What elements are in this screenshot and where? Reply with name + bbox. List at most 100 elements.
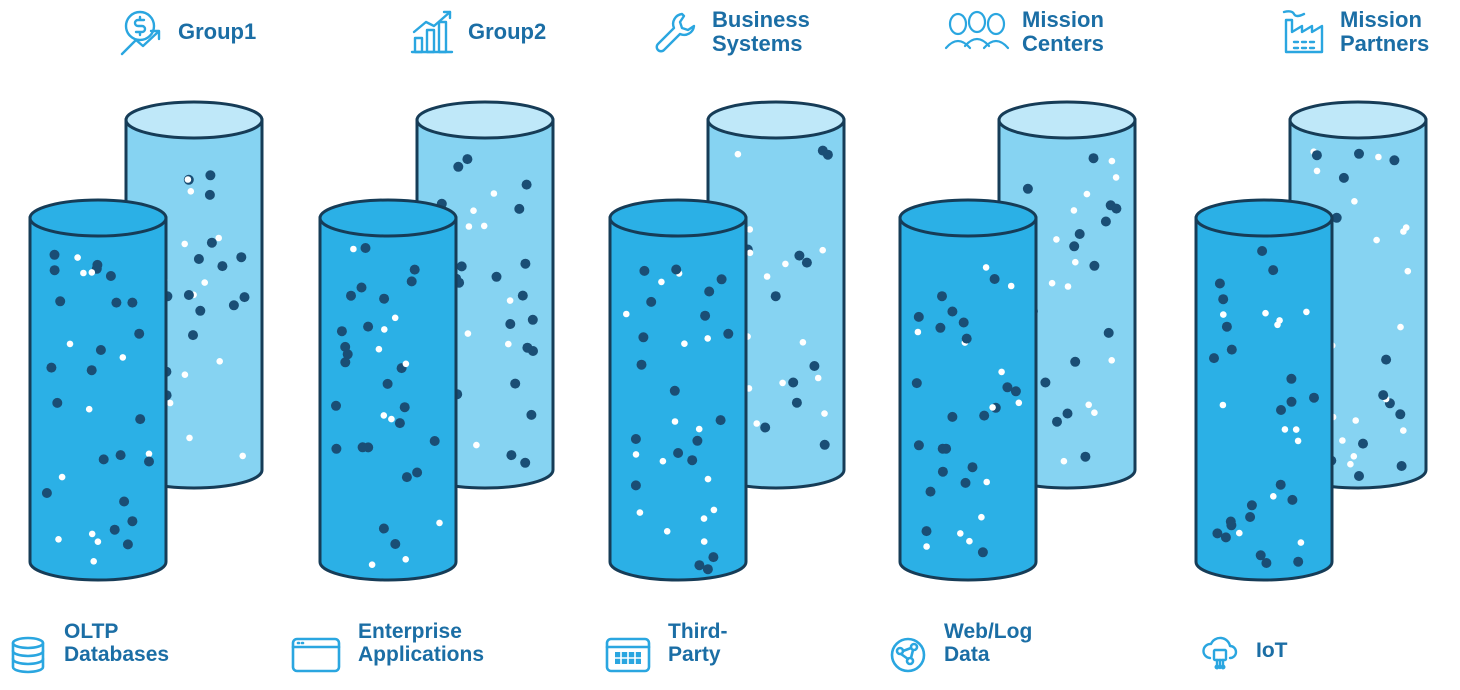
data-dot-light [746, 249, 754, 257]
data-dot-light [55, 536, 62, 543]
data-dot-dark [520, 457, 531, 468]
source-label-enterprise-applications: Enterprise Applications [290, 620, 485, 678]
source-label-line1: Web/Log [944, 620, 1033, 643]
data-dot-dark [183, 290, 194, 300]
cylinder-top [28, 198, 168, 238]
data-dot-light [88, 530, 96, 538]
data-dot-light [66, 340, 74, 348]
cylinder-top [124, 100, 264, 140]
data-dot-dark [217, 261, 228, 272]
data-dot-light [779, 379, 786, 387]
data-dot-light [957, 530, 964, 537]
data-dot-light [80, 269, 87, 277]
data-dot-dark [937, 466, 948, 477]
data-dot-dark [1022, 183, 1033, 194]
data-dot-dark [49, 249, 60, 260]
data-dot-light [119, 354, 127, 361]
data-dot-dark [1214, 278, 1225, 289]
data-dot-dark [1293, 556, 1304, 567]
data-dot-light [1292, 426, 1300, 433]
source-label-line2: Databases [64, 643, 170, 666]
data-dot-light [1351, 198, 1358, 205]
data-dot-light [239, 452, 246, 460]
data-dot-dark [715, 415, 726, 426]
data-dot-dark [1088, 153, 1099, 164]
data-dot-dark [1002, 382, 1013, 393]
data-dot-dark [925, 486, 936, 497]
source-label-line1: IoT [1256, 638, 1288, 662]
data-dot-dark [801, 257, 812, 268]
cylinder-body [1194, 216, 1334, 582]
data-dot-light [464, 330, 472, 337]
data-dot-light [1053, 236, 1060, 243]
source-label-line2: Applications [358, 643, 485, 666]
cylinder-body [898, 216, 1038, 582]
data-dot-dark [1338, 172, 1349, 183]
front-cylinder [318, 198, 458, 582]
data-dot-light [983, 478, 990, 486]
data-dot-dark [692, 435, 703, 446]
data-dot-light [799, 339, 807, 346]
data-dot-dark [1111, 203, 1122, 214]
source-label-line1: Third- [668, 620, 728, 643]
data-dot-light [1220, 311, 1227, 318]
data-dot-dark [188, 330, 198, 341]
data-dot-dark [331, 400, 341, 411]
data-dot-dark [700, 310, 711, 321]
data-dot-light [181, 240, 188, 248]
data-dot-dark [1354, 471, 1364, 481]
data-dot-light [998, 368, 1005, 376]
data-dot-dark [228, 300, 239, 311]
data-dot-dark [1209, 353, 1219, 364]
data-dot-light [763, 273, 771, 280]
data-dot-dark [1395, 409, 1406, 420]
people-group-icon [944, 8, 1010, 56]
data-dot-light [186, 434, 193, 442]
data-dot-light [480, 222, 488, 230]
group-label-line1: Mission [1022, 7, 1104, 32]
data-dot-light [1373, 236, 1380, 244]
data-dot-light [1276, 317, 1283, 324]
data-dot-dark [346, 290, 356, 301]
data-dot-light [1070, 207, 1078, 214]
data-dot-light [216, 358, 223, 365]
data-dot-dark [105, 271, 116, 281]
data-dot-dark [390, 539, 401, 549]
data-dot-light [659, 457, 667, 465]
data-dot-dark [989, 274, 1000, 284]
data-dot-light [94, 538, 102, 545]
data-dot-light [184, 176, 192, 183]
source-label-iot: IoT [1200, 632, 1288, 672]
data-dot-dark [46, 362, 57, 373]
data-dot-light [1108, 157, 1116, 165]
data-dot-dark [1309, 392, 1319, 403]
data-dot-dark [911, 378, 922, 389]
data-dot-dark [958, 317, 969, 328]
group-label-line2: Centers [1022, 31, 1104, 56]
data-dot-light [187, 188, 195, 195]
data-dot-dark [630, 480, 641, 491]
data-dot-light [636, 509, 644, 516]
data-dot-light [1313, 167, 1321, 175]
data-dot-dark [510, 378, 521, 389]
data-dot-light [505, 340, 512, 348]
data-dot-dark [205, 170, 216, 181]
data-dot-light [1015, 399, 1023, 407]
data-dot-light [85, 405, 93, 413]
data-dot-light [215, 234, 222, 242]
data-dot-light [1400, 427, 1407, 434]
data-dot-dark [134, 328, 145, 339]
data-dot-light [1072, 258, 1079, 266]
data-dot-dark [144, 456, 154, 467]
data-dot-dark [967, 462, 978, 473]
data-dot-dark [788, 377, 799, 388]
data-dot-light [1236, 529, 1243, 537]
cylinder-top [898, 198, 1038, 238]
group-label-line1: Group1 [178, 19, 257, 44]
data-dot-light [814, 374, 822, 382]
data-dot-dark [401, 472, 412, 483]
data-dot-light [506, 297, 514, 304]
data-dot-light [473, 441, 480, 449]
group-label-line1: Group2 [468, 19, 547, 44]
group-label-group2: Group2 [408, 8, 546, 56]
